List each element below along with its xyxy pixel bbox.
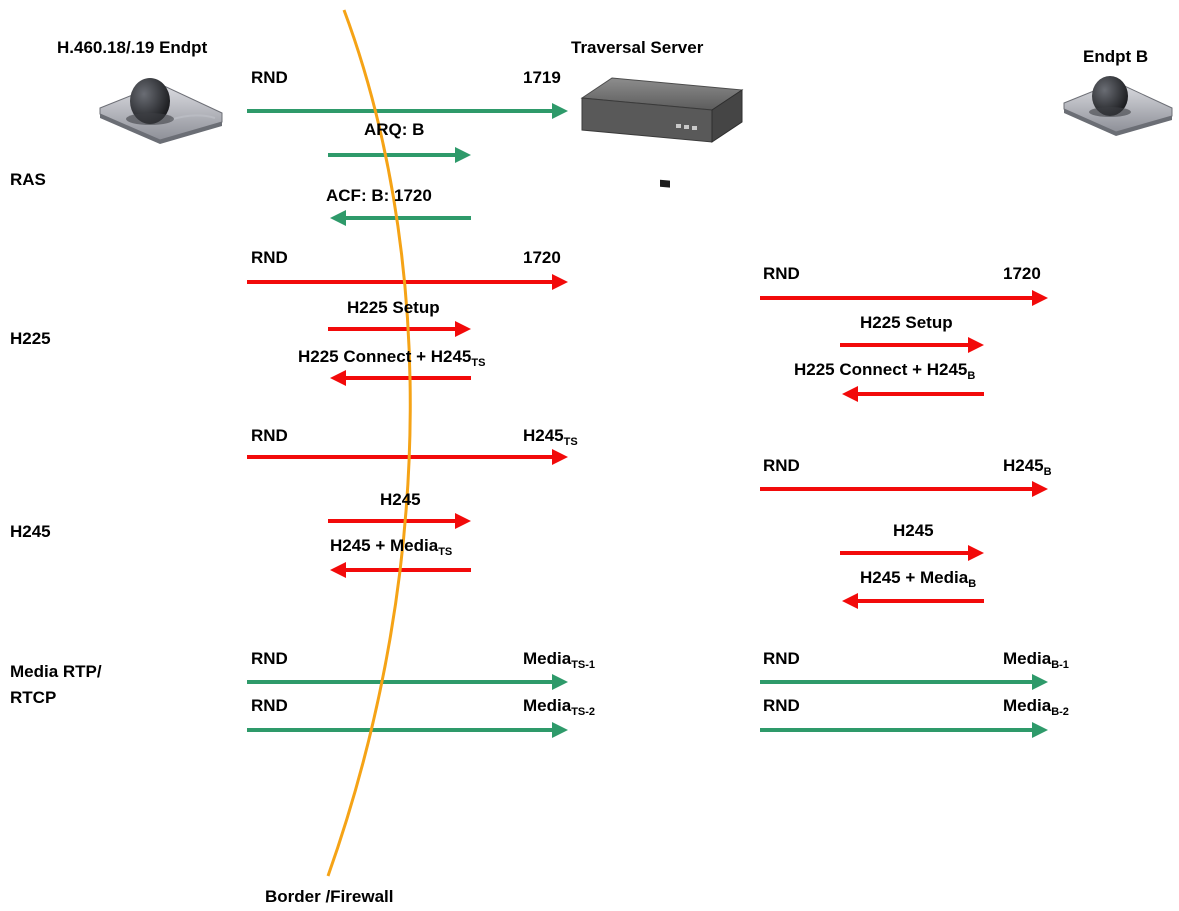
h245-left-request-label: H245	[380, 490, 421, 509]
endpoint-a-camera-icon	[99, 78, 223, 144]
h225-left-response-arrow-head	[330, 370, 346, 386]
media-left-dst-label-2: MediaTS-2	[523, 696, 595, 718]
phase-label-media-line2: RTCP	[10, 688, 56, 707]
h245-left-response-label: H245 + MediaTS	[330, 536, 452, 558]
h225-left-response-label: H225 Connect + H245TS	[298, 347, 485, 369]
traversal-server-label: Traversal Server	[571, 38, 704, 57]
h225-right-response-label: H225 Connect + H245B	[794, 360, 975, 382]
h225-right-dst-label: 1720	[1003, 264, 1041, 283]
h225-right-setup-label: H225 Setup	[860, 313, 953, 332]
traversal-server-icon	[580, 77, 744, 188]
h245-left-src-label: RND	[251, 426, 288, 445]
media-right-dst-label-2: MediaB-2	[1003, 696, 1069, 718]
h245-right-dst-label: H245B	[1003, 456, 1052, 478]
h225-left-src-label: RND	[251, 248, 288, 267]
ras-acf-label: ACF: B: 1720	[326, 186, 432, 205]
h245-right-response-arrow-head	[842, 593, 858, 609]
ras-dst-label: 1719	[523, 68, 561, 87]
h245-right-src-label: RND	[763, 456, 800, 475]
media-left-src-label-1: RND	[251, 649, 288, 668]
phase-label-h225: H225	[10, 329, 51, 348]
endpoint-a-label: H.460.18/.19 Endpt	[57, 38, 208, 57]
h245-right-connect-arrow-head	[1032, 481, 1048, 497]
phase-label-media-line1: Media RTP/	[10, 662, 102, 681]
h245-left-connect-arrow-head	[552, 449, 568, 465]
media-left-src-label-2: RND	[251, 696, 288, 715]
h225-left-setup-label: H225 Setup	[347, 298, 440, 317]
ras-acf-arrow-head	[330, 210, 346, 226]
media-right-src-label-1: RND	[763, 649, 800, 668]
phase-label-ras: RAS	[10, 170, 46, 189]
h225-right-response-arrow-head	[842, 386, 858, 402]
h225-right-connect-arrow-head	[1032, 290, 1048, 306]
h245-right-request-label: H245	[893, 521, 934, 540]
media-left-dst-label-1: MediaTS-1	[523, 649, 595, 671]
phase-label-h245: H245	[10, 522, 51, 541]
ras-registration-arrow-head	[552, 103, 568, 119]
h225-left-connect-arrow-head	[552, 274, 568, 290]
h225-right-src-label: RND	[763, 264, 800, 283]
media-left-arrow-2-head	[552, 722, 568, 738]
h225-left-dst-label: 1720	[523, 248, 561, 267]
h245-left-request-arrow-head	[455, 513, 471, 529]
media-right-arrow-2-head	[1032, 722, 1048, 738]
ras-arq-label: ARQ: B	[364, 120, 424, 139]
h225-left-setup-arrow-head	[455, 321, 471, 337]
ras-arq-arrow-head	[455, 147, 471, 163]
media-right-src-label-2: RND	[763, 696, 800, 715]
endpoint-b-camera-icon	[1063, 76, 1173, 136]
h225-right-setup-arrow-head	[968, 337, 984, 353]
h245-left-response-arrow-head	[330, 562, 346, 578]
firewall-border-label: Border /Firewall	[265, 887, 393, 906]
media-right-arrow-1-head	[1032, 674, 1048, 690]
firewall-border-line	[326, 9, 412, 877]
ras-src-label: RND	[251, 68, 288, 87]
media-left-arrow-1-head	[552, 674, 568, 690]
media-right-dst-label-1: MediaB-1	[1003, 649, 1069, 671]
h245-left-dst-label: H245TS	[523, 426, 578, 448]
endpoint-b-label: Endpt B	[1083, 47, 1148, 66]
h245-right-response-label: H245 + MediaB	[860, 568, 976, 590]
h245-right-request-arrow-head	[968, 545, 984, 561]
